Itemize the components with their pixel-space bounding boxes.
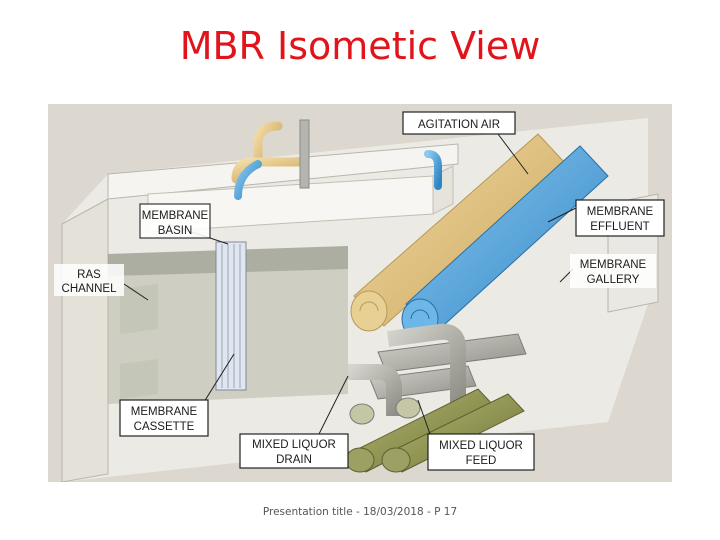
membrane-effluent-label-line2: EFFLUENT	[590, 221, 649, 233]
mixed-liquor-drain-label-line2: DRAIN	[276, 454, 312, 466]
agitation-air-pipes	[198, 121, 398, 384]
membrane-effluent-pipes	[199, 150, 442, 248]
membrane-gallery-label-line1: MEMBRANE	[580, 259, 647, 271]
mixed-liquor-feed-callout: MIXED LIQUOR FEED	[427, 433, 535, 471]
agitation-air-header	[350, 133, 567, 332]
ras-channel-label-line1: RAS	[77, 269, 101, 281]
membrane-basin-callout: MEMBRANE BASIN	[139, 203, 211, 239]
mixed-liquor-drain-pipes	[348, 323, 527, 425]
membrane-cassette-label-line1: MEMBRANE	[131, 406, 198, 418]
membrane-basin-label-line2: BASIN	[158, 225, 193, 237]
slide-footer: Presentation title - 18/03/2018 - P 17	[262, 506, 458, 518]
membrane-basin-label-line1: MEMBRANE	[142, 210, 209, 222]
callout-leader-lines	[123, 133, 577, 437]
agitation-air-callout: AGITATION AIR	[402, 111, 516, 135]
mixed-liquor-drain-callout: MIXED LIQUOR DRAIN	[239, 433, 349, 469]
ras-channel-callout: RAS CHANNEL	[54, 264, 124, 296]
slide-title: MBR Isometic View	[179, 24, 541, 68]
agitation-air-label: AGITATION AIR	[418, 119, 500, 131]
mixed-liquor-feed-label-line2: FEED	[466, 455, 497, 467]
membrane-cassette	[215, 241, 247, 391]
mixed-liquor-feed-label-line1: MIXED LIQUOR	[439, 440, 523, 452]
membrane-cassette-label-line2: CASSETTE	[134, 421, 195, 433]
mbr-isometric-diagram: AGITATION AIR MEMBRANE EFFLUENT MEMBRANE…	[48, 104, 672, 483]
mixed-liquor-drain-label-line1: MIXED LIQUOR	[252, 439, 336, 451]
air-downcomer	[299, 119, 310, 189]
ras-channel-label-line2: CHANNEL	[62, 283, 118, 295]
mixed-liquor-feed-pipes	[345, 388, 525, 473]
membrane-effluent-callout: MEMBRANE EFFLUENT	[575, 199, 665, 237]
membrane-effluent-label-line1: MEMBRANE	[587, 206, 654, 218]
membrane-gallery-callout: MEMBRANE GALLERY	[570, 254, 656, 288]
membrane-cassette-callout: MEMBRANE CASSETTE	[119, 399, 209, 437]
membrane-gallery-label-line2: GALLERY	[587, 274, 640, 286]
